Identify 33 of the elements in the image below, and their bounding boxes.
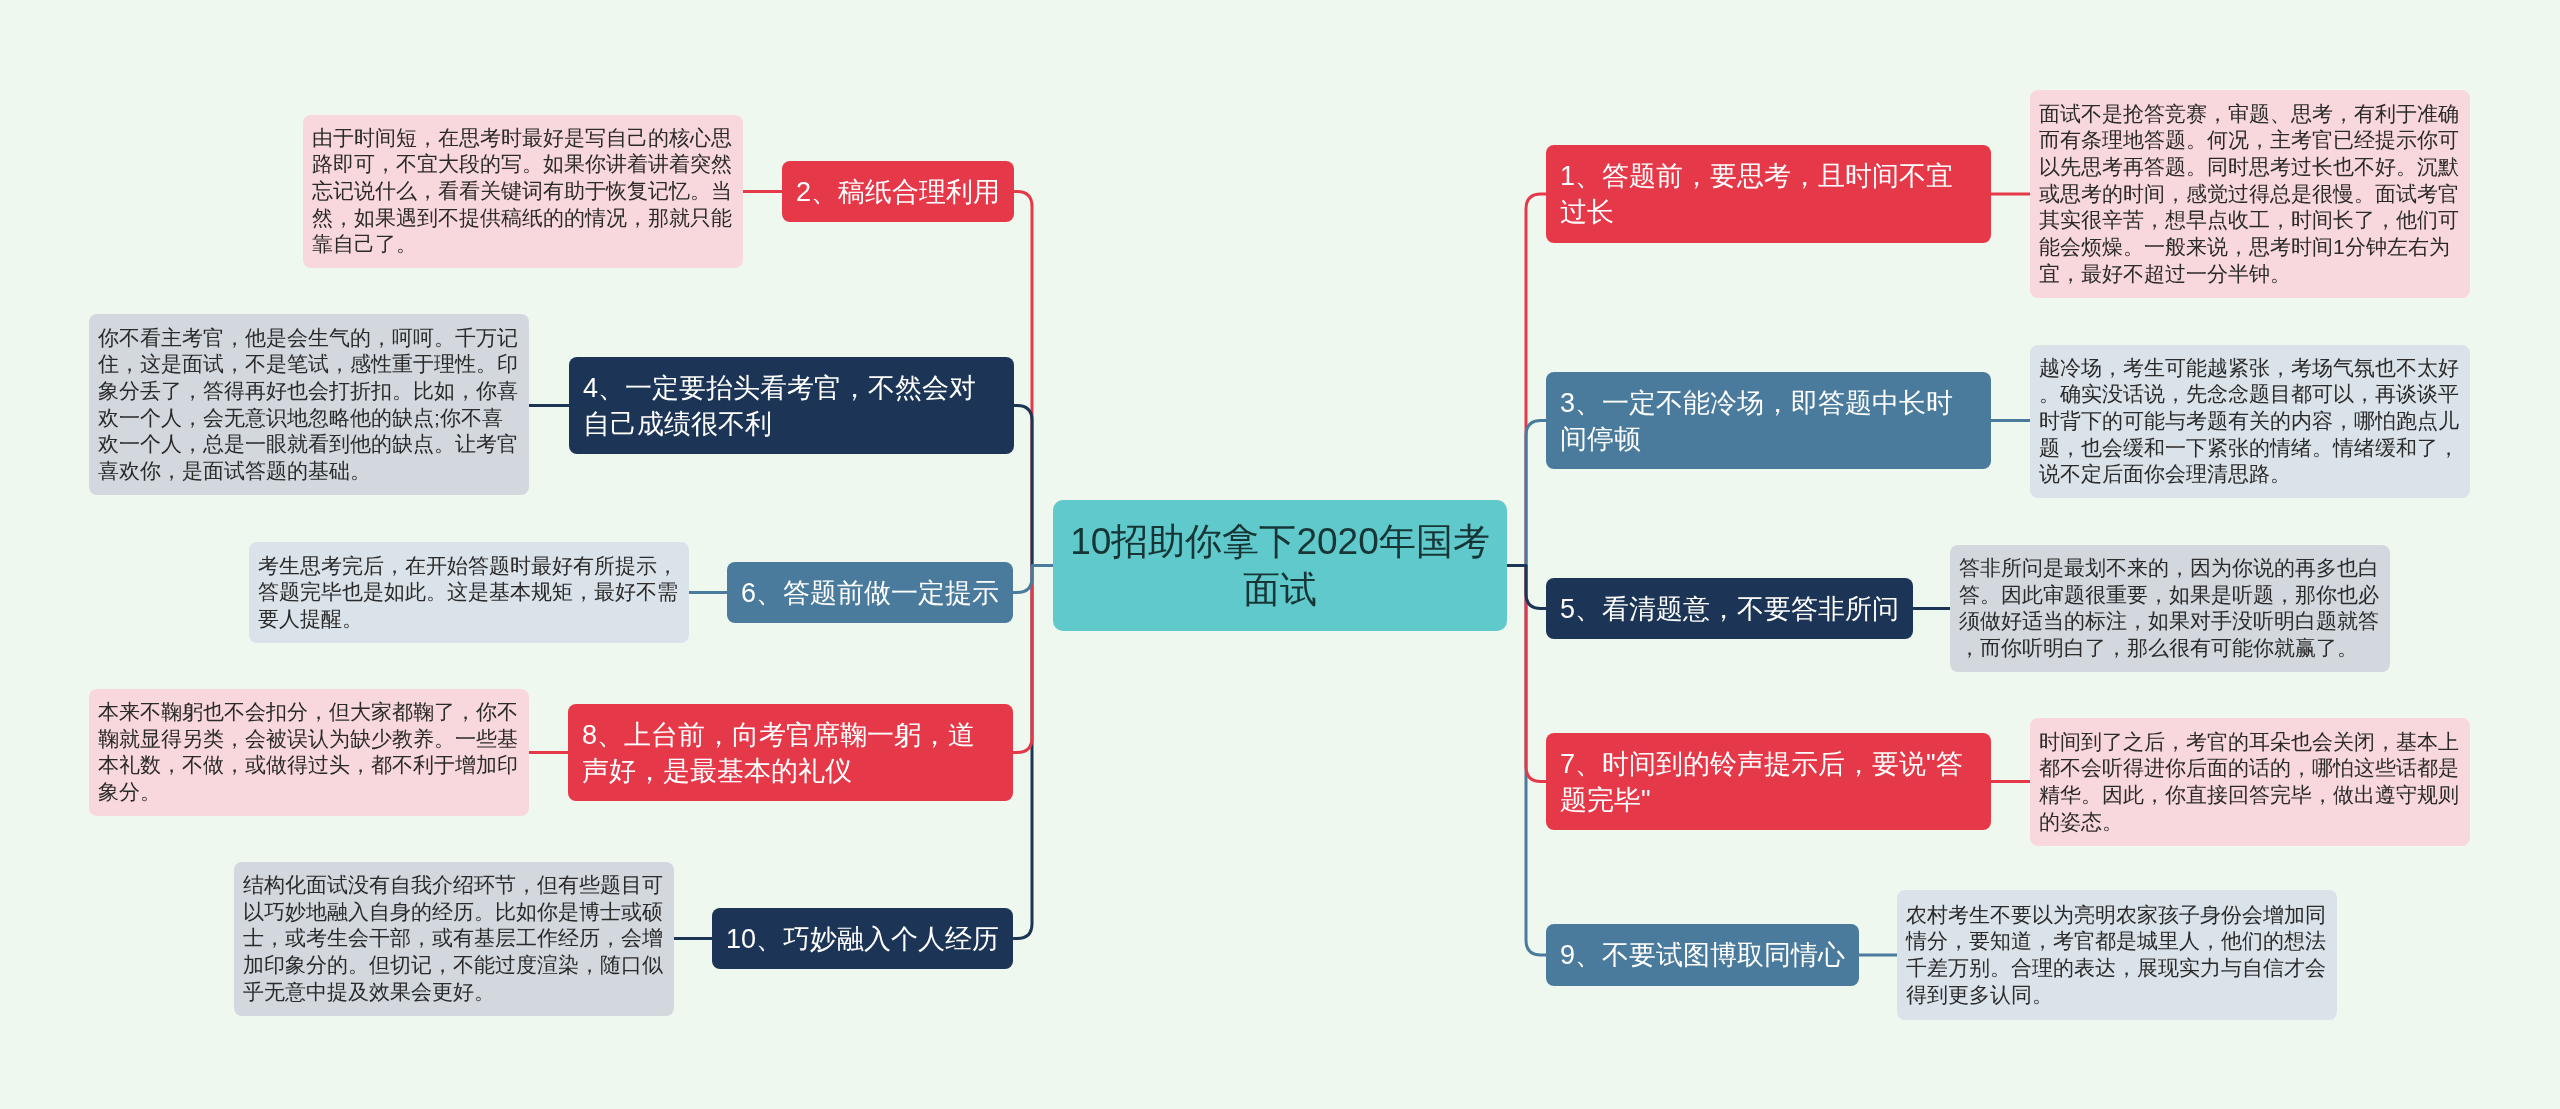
topic-box: 9、不要试图博取同情心 — [1546, 924, 1860, 986]
connector-line — [743, 190, 782, 193]
topic-box: 8、上台前，向考官席鞠一躬，道声好，是最基本的礼仪 — [568, 704, 1013, 801]
topic-box: 4、一定要抬头看考官，不然会对自己成绩很不利 — [569, 357, 1014, 454]
central-topic-box: 10招助你拿下2020年国考面试 — [1053, 500, 1507, 631]
topic-box: 7、时间到的铃声提示后，要说"答题完毕" — [1546, 733, 1991, 830]
connector-line — [529, 404, 569, 407]
connector-line — [1859, 953, 1897, 957]
topic-box: 1、答题前，要思考，且时间不宜过长 — [1546, 145, 1991, 243]
note-box: 本来不鞠躬也不会扣分，但大家都鞠了，你不鞠就显得另类，会被误认为缺少教养。一些基本礼数，不做，或做得过头，都不利于增加印象分。 — [89, 689, 529, 816]
connector-line — [1913, 607, 1950, 610]
note-box: 结构化面试没有自我介绍环节，但有些题目可以巧妙地融入自身的经历。比如你是博士或硕士，或考生会干部，或有基层工作经历，会增加印象分的。但切记，不能过度渲染，随口似乎无意中提及效果会更好。 — [234, 862, 674, 1016]
note-box: 由于时间短，在思考时最好是写自己的核心思路即可，不宜大段的写。如果你讲着讲着突然忘记说什么，看看关键词有助于恢复记忆。当然，如果遇到不提供稿纸的的情况，那就只能靠自己了。 — [303, 115, 743, 268]
note-box: 面试不是抢答竞赛，审题、思考，有利于准确而有条理地答题。何况，主考官已经提示你可以先思考再答题。同时思考过长也不好。沉默或思考的时间，感觉过得总是很慢。面试考官其实很辛苦，想早点收工，时间长了，他们可能会烦燥。一般来说，思考时间1分钟左右为宜，最好不超过一分半钟。 — [2030, 90, 2470, 298]
topic-box: 5、看清题意，不要答非所问 — [1546, 578, 1914, 639]
topic-box: 3、一定不能冷场，即答题中长时间停顿 — [1546, 372, 1991, 469]
topic-box: 10、巧妙融入个人经历 — [712, 908, 1014, 969]
connector-line — [1507, 564, 1546, 610]
note-box: 农村考生不要以为亮明农家孩子身份会增加同情分，要知道，考官都是城里人，他们的想法千差万别。合理的表达，展现实力与自信才会得到更多认同。 — [1897, 890, 2337, 1020]
connector-line — [1991, 192, 2030, 196]
connector-line — [689, 591, 727, 594]
topic-box: 6、答题前做一定提示 — [727, 562, 1014, 623]
note-box: 越冷场，考生可能越紧张，考场气氛也不太好。确实没话说，先念念题目都可以，再谈谈平时背下的可能与考题有关的内容，哪怕跑点儿题，也会缓和一下紧张的情绪。情绪缓和了，说不定后面你会理清思路。 — [2030, 345, 2470, 498]
connector-line — [1991, 780, 2030, 783]
topic-box: 2、稿纸合理利用 — [782, 161, 1015, 222]
note-box: 考生思考完后，在开始答题时最好有所提示，答题完毕也是如此。这是基本规矩，最好不需要人提醒。 — [249, 542, 689, 644]
connector-line — [1013, 564, 1053, 594]
note-box: 答非所问是最划不来的，因为你说的再多也白答。因此审题很重要，如果是听题，那你也必须做好适当的标注，如果对手没听明白题就答，而你听明白了，那么很有可能你就赢了。 — [1950, 545, 2390, 672]
note-box: 你不看主考官，他是会生气的，呵呵。千万记住，这是面试，不是笔试，感性重于理性。印象分丢了，答得再好也会打折扣。比如，你喜欢一个人，会无意识地忽略他的缺点;你不喜欢一个人，总是一眼就看到他的缺点。让考官喜欢你，是面试答题的基础。 — [89, 314, 529, 496]
connector-line — [529, 751, 568, 754]
note-box: 时间到了之后，考官的耳朵也会关闭，基本上都不会听得进你后面的话的，哪怕这些话都是精华。因此，你直接回答完毕，做出遵守规则的姿态。 — [2030, 718, 2470, 846]
connector-line — [674, 937, 712, 940]
connector-line — [1991, 419, 2030, 422]
